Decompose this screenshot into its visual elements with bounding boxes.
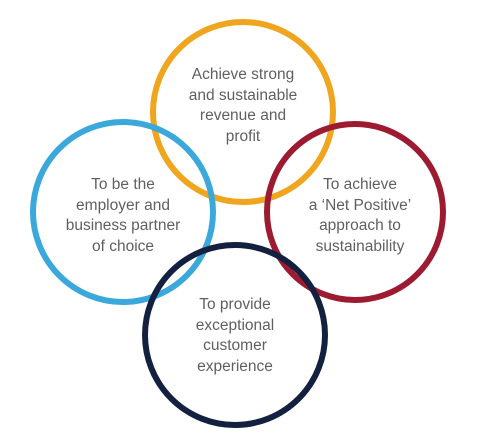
employer-line-3: business partner — [65, 217, 181, 234]
revenue-line-4: profit — [225, 127, 261, 145]
employer-line-4: of choice — [91, 237, 155, 255]
revenue-label: Achieve strong and sustainable revenue a… — [163, 65, 323, 147]
sustainability-line-2: a ‘Net Positive’ — [308, 196, 412, 214]
employer-line-1: To be the — [91, 176, 155, 193]
customer-line-1: To provide — [199, 296, 271, 313]
customer-line-2: exceptional — [195, 316, 275, 334]
revenue-line-3: revenue and — [199, 107, 287, 124]
customer-line-4: experience — [197, 357, 273, 375]
customer-label: To provide exceptional customer experien… — [155, 295, 315, 377]
sustainability-line-4: sustainability — [315, 237, 405, 255]
revenue-line-2: and sustainable — [188, 86, 298, 104]
customer-line-3: customer — [203, 337, 267, 354]
sustainability-label: To achieve a ‘Net Positive’ approach to … — [280, 175, 440, 257]
sustainability-line-3: approach to — [319, 217, 401, 234]
revenue-circle — [150, 19, 336, 205]
employer-line-2: employer and — [76, 196, 170, 214]
employer-circle — [30, 119, 216, 305]
employer-label: To be the employer and business partner … — [38, 175, 208, 257]
sustainability-line-1: To achieve — [322, 176, 398, 193]
sustainability-circle — [264, 121, 446, 303]
revenue-line-1: Achieve strong — [191, 66, 295, 83]
customer-circle — [142, 242, 328, 428]
